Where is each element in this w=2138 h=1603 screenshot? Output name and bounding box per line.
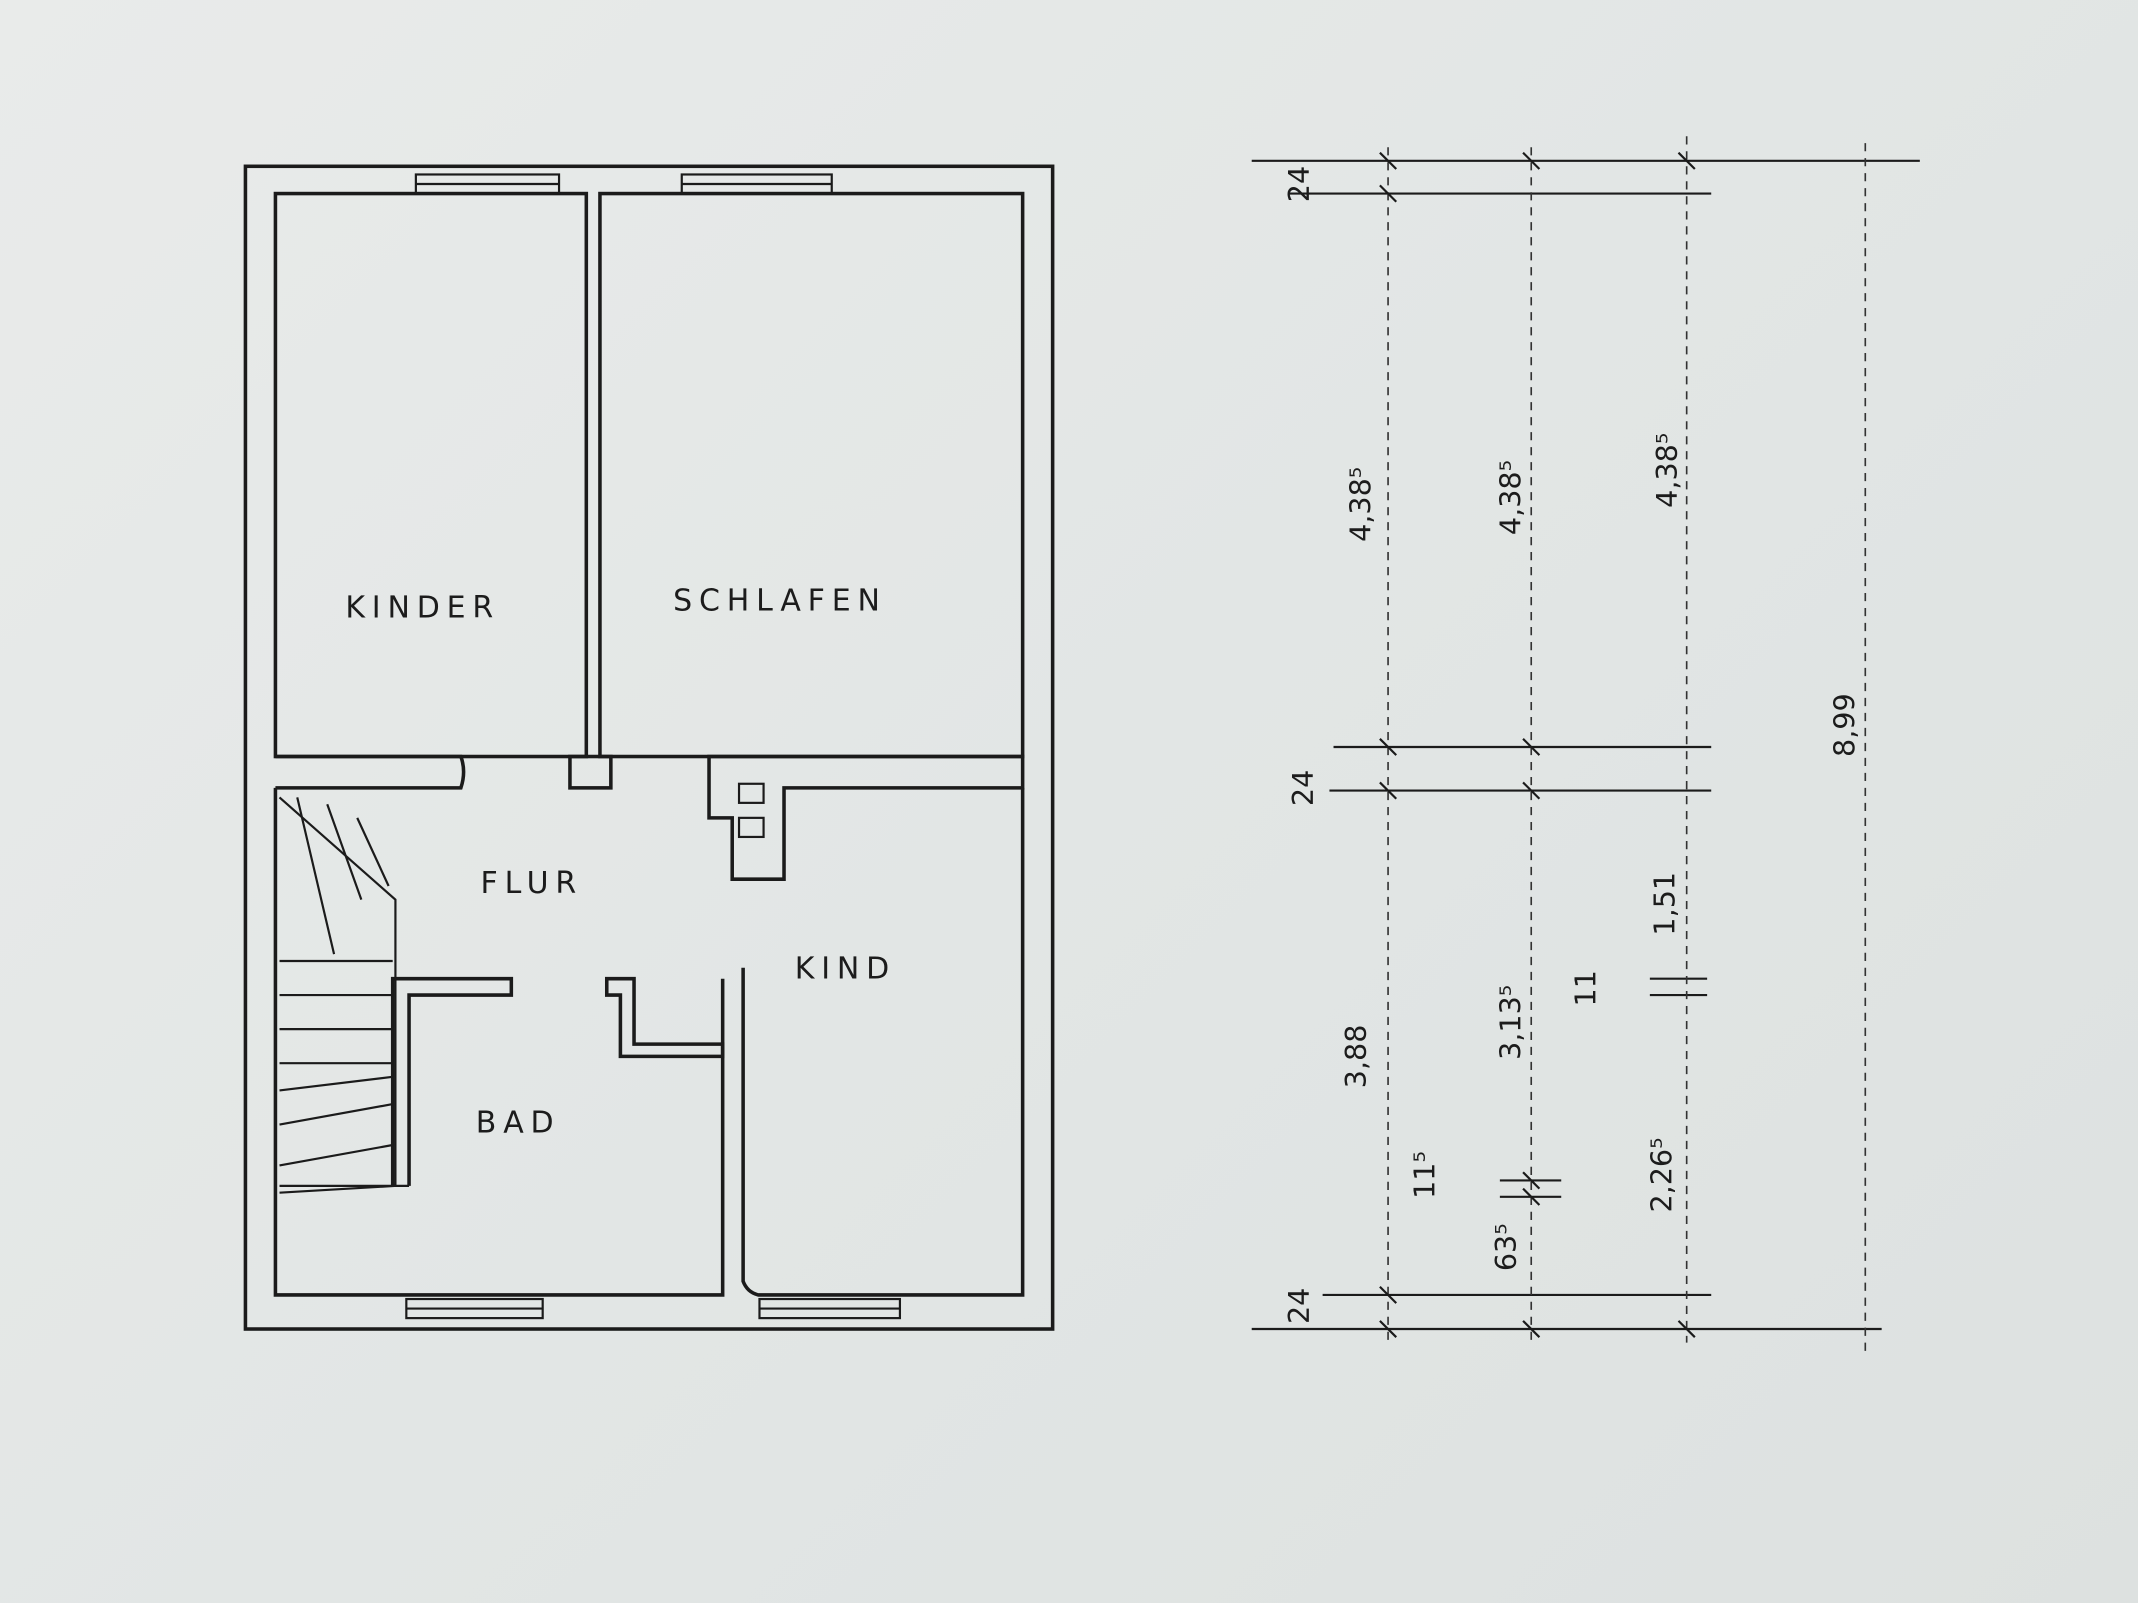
chimney-flue-icon: [737, 816, 765, 839]
dimension-chain: 24 4,38⁵ 4,38⁵ 4,38⁵ 8,99 24 1,51 11 3,1…: [1251, 136, 1920, 1357]
dim-bad-lower: 63⁵: [1489, 1223, 1523, 1271]
dim-stair-depth: 3,88: [1339, 1025, 1373, 1089]
dim-kind-upper: 1,51: [1647, 872, 1681, 936]
dim-kinder-depth: 4,38⁵: [1343, 467, 1377, 542]
staircase: [278, 796, 410, 1194]
bad-wall-top: [390, 976, 514, 1186]
room-label-kind: KIND: [795, 952, 896, 987]
room-label-kinder: KINDER: [345, 590, 500, 625]
dim-bad-wall: 11⁵: [1407, 1151, 1441, 1199]
outer-wall: [243, 164, 1055, 1331]
kinder-room-outline: [273, 191, 589, 759]
dim-flur-depth: 3,13⁵: [1493, 985, 1527, 1060]
chimney-flue-icon: [737, 782, 765, 804]
room-label-flur: FLUR: [481, 866, 584, 901]
schlafen-room-outline: [598, 191, 1025, 759]
dim-top-wall: 24: [1282, 166, 1316, 202]
dim-kind-lower: 2,26⁵: [1645, 1137, 1679, 1212]
dimension-ticks: [1379, 151, 1696, 1338]
dim-kind-gap: 11: [1568, 970, 1602, 1006]
dim-schlafen-depth: 4,38⁵: [1493, 460, 1527, 535]
dim-total-depth: 8,99: [1827, 693, 1861, 757]
dim-middle-wall: 24: [1286, 770, 1320, 806]
window-bottom-bad: [405, 1297, 544, 1320]
dim-bottom-wall: 24: [1282, 1288, 1316, 1324]
dim-right-depth: 4,38⁵: [1650, 433, 1684, 508]
lower-left-wall: [273, 787, 725, 1297]
room-label-bad: BAD: [476, 1106, 561, 1141]
window-bottom-kind: [758, 1297, 902, 1320]
window-top-kinder: [414, 173, 561, 195]
bad-wall-stub: [604, 976, 725, 1059]
middle-wall-right-chimney: [707, 754, 1025, 881]
middle-wall-left: [275, 754, 466, 790]
window-top-schlafen: [680, 173, 833, 195]
room-label-schlafen: SCHLAFEN: [673, 584, 887, 619]
floor-plan: KINDER SCHLAFEN FLUR KIND BAD: [243, 164, 1055, 1331]
wall-end-post: [568, 754, 613, 790]
kind-room-outline: [741, 787, 1025, 1297]
